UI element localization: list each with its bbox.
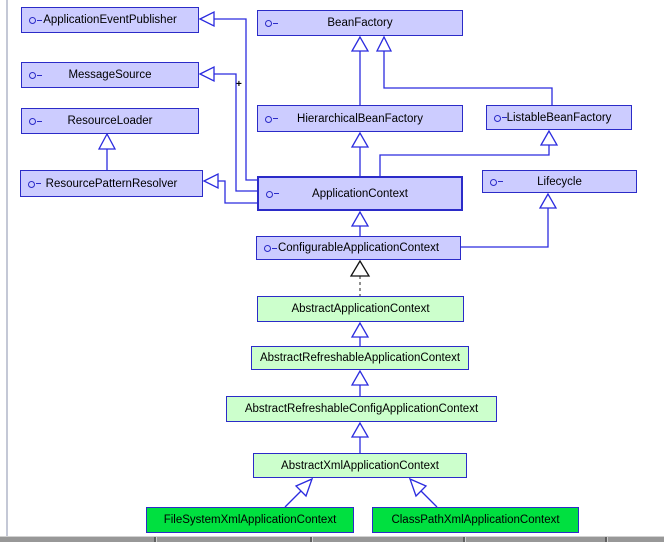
class-node-class-path-xml-application-context[interactable]: ClassPathXmlApplicationContext [372, 507, 579, 533]
interface-lollipop-icon [265, 19, 279, 27]
class-node-listable-bean-factory[interactable]: ListableBeanFactory [486, 105, 632, 130]
class-name-label: ConfigurableApplicationContext [277, 242, 440, 254]
interface-lollipop-icon [494, 114, 508, 122]
panel-separator [154, 537, 157, 542]
class-node-application-event-publisher[interactable]: ApplicationEventPublisher [21, 7, 199, 33]
edge-resourcepatternresolver-extends-resourceloader [97, 132, 117, 170]
edge-applicationcontext-extends-resourcepatternresolver [202, 172, 257, 204]
edge-applicationcontext-extends-applicationeventpublisher [198, 10, 257, 181]
class-node-resource-pattern-resolver[interactable]: ResourcePatternResolver [20, 170, 203, 197]
class-node-hierarchical-bean-factory[interactable]: HierarchicalBeanFactory [257, 105, 463, 132]
class-name-label: AbstractApplicationContext [291, 303, 430, 315]
panel-separator [310, 537, 313, 542]
class-name-label: ResourceLoader [67, 115, 153, 127]
interface-lollipop-icon [29, 16, 43, 24]
class-node-lifecycle[interactable]: Lifecycle [482, 170, 637, 193]
interface-lollipop-icon [265, 115, 279, 123]
class-node-configurable-application-context[interactable]: ConfigurableApplicationContext [256, 236, 461, 260]
panel-separator [605, 537, 608, 542]
class-node-application-context[interactable]: ApplicationContext [257, 176, 463, 211]
interface-lollipop-icon [266, 190, 280, 198]
left-window-edge [6, 0, 8, 542]
edge-listablebeanfactory-extends-beanfactory [375, 35, 553, 105]
edge-applicationcontext-extends-hierarchicalbeanfactory [350, 131, 370, 176]
class-node-resource-loader[interactable]: ResourceLoader [21, 108, 199, 134]
class-node-bean-factory[interactable]: BeanFactory [257, 10, 463, 36]
edge-abstractapplicationcontext-implements-configurableapplicationcontext [349, 259, 371, 296]
edge-applicationcontext-extends-messagesource [198, 65, 257, 192]
interface-lollipop-icon [490, 178, 504, 186]
edge-configurableapplicationcontext-extends-lifecycle [461, 192, 558, 248]
class-node-abstract-xml-application-context[interactable]: AbstractXmlApplicationContext [253, 453, 467, 478]
interface-lollipop-icon [29, 117, 43, 125]
class-node-abstract-refreshable-config-application-context[interactable]: AbstractRefreshableConfigApplicationCont… [226, 396, 497, 422]
class-name-label: BeanFactory [327, 17, 393, 29]
class-name-label: AbstractRefreshableConfigApplicationCont… [244, 403, 479, 415]
class-name-label: ResourcePatternResolver [45, 177, 178, 190]
panel-separator [463, 537, 466, 542]
class-name-label: ApplicationContext [312, 187, 408, 200]
multiplicity-annotation: + [236, 79, 242, 90]
class-name-label: AbstractXmlApplicationContext [281, 459, 439, 472]
class-name-label: AbstractRefreshableApplicationContext [259, 352, 461, 364]
edge-abstractrefreshableapplicationcontext-extends-abstractapplicationcontext [350, 321, 370, 346]
class-node-file-system-xml-application-context[interactable]: FileSystemXmlApplicationContext [146, 507, 354, 533]
edge-abstractxmlapplicationcontext-extends-abstractrefreshableconfigapplicationcontext [350, 421, 370, 453]
class-node-message-source[interactable]: MessageSource [21, 62, 199, 88]
interface-lollipop-icon [29, 71, 43, 79]
edge-hierarchicalbeanfactory-extends-beanfactory [350, 35, 370, 105]
class-name-label: ClassPathXmlApplicationContext [391, 514, 560, 526]
edge-configurableapplicationcontext-extends-applicationcontext [350, 210, 370, 236]
class-name-label: ApplicationEventPublisher [43, 14, 177, 26]
class-name-label: ListableBeanFactory [506, 111, 612, 124]
class-name-label: Lifecycle [537, 175, 582, 188]
class-name-label: MessageSource [68, 69, 152, 81]
bottom-panel-edge [0, 536, 664, 542]
class-node-abstract-application-context[interactable]: AbstractApplicationContext [257, 296, 464, 322]
interface-lollipop-icon [264, 244, 278, 252]
class-name-label: HierarchicalBeanFactory [297, 112, 423, 125]
edge-applicationcontext-extends-listablebeanfactory [379, 129, 559, 176]
interface-lollipop-icon [28, 180, 42, 188]
edge-abstractrefreshableconfigapplicationcontext-extends-abstractrefreshableapplicationcontext [350, 369, 370, 396]
edge-classpathxmlapplicationcontext-extends-abstractxmlapplicationcontext [408, 477, 438, 508]
class-node-abstract-refreshable-application-context[interactable]: AbstractRefreshableApplicationContext [251, 346, 469, 370]
edge-filesystemxmlapplicationcontext-extends-abstractxmlapplicationcontext [284, 477, 314, 508]
class-name-label: FileSystemXmlApplicationContext [163, 514, 337, 526]
